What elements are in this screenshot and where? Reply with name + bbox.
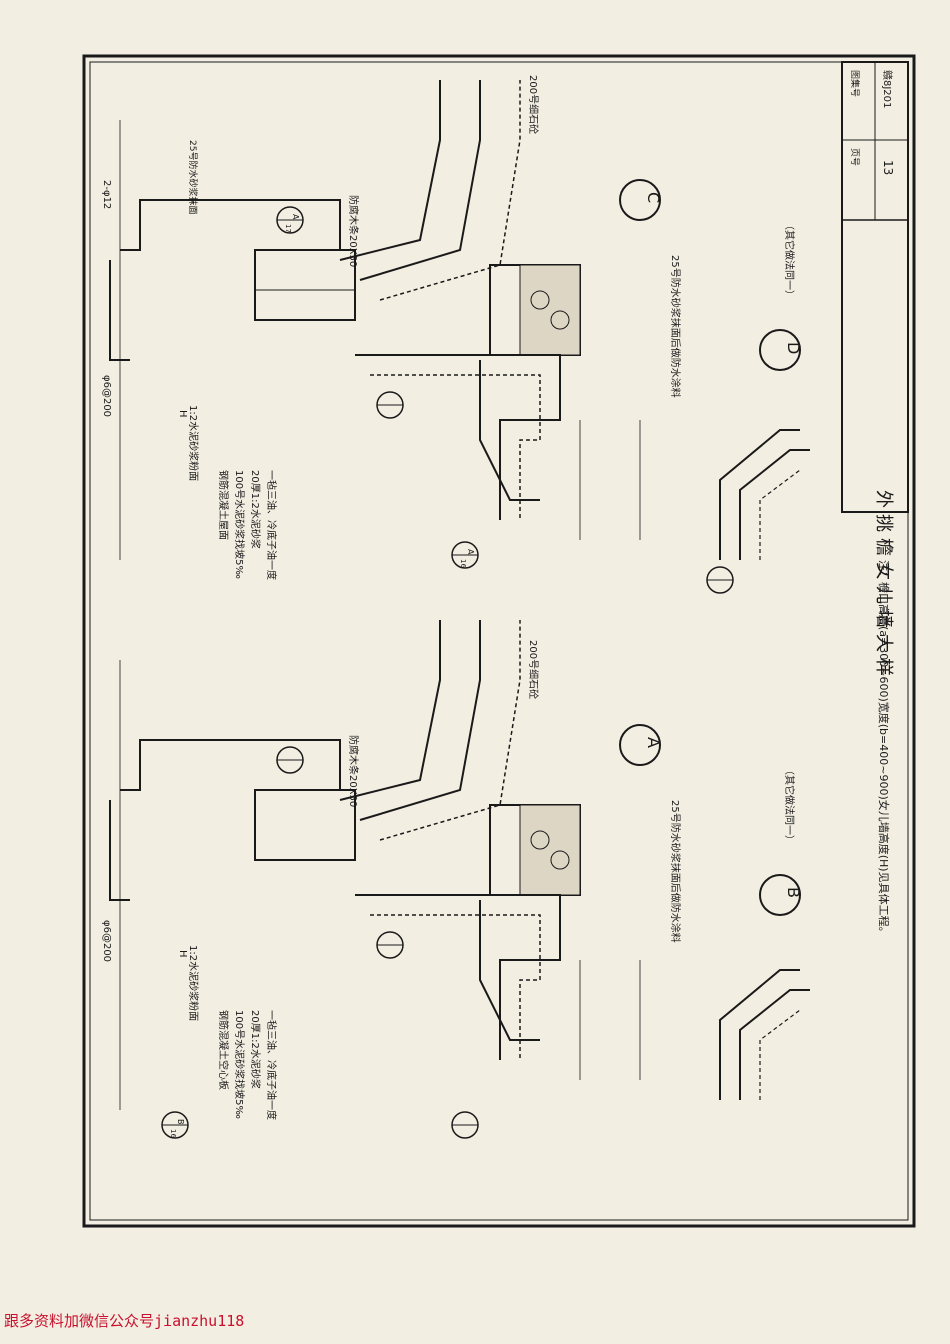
detail-c-rebar-2: 2-φ12 <box>101 180 112 209</box>
detail-a-plaster: 1:2水泥砂浆粉面 <box>187 945 200 1021</box>
detail-c-section <box>109 80 661 520</box>
detail-d-title: （其它做法同一） <box>783 220 796 300</box>
detail-c-coating: 25号防水砂浆抹面后做防水涂料 <box>669 255 682 398</box>
drawing-inner-border <box>89 61 909 1221</box>
callout-letter-3: B <box>176 1119 185 1125</box>
detail-c-h-dim: H <box>177 410 188 418</box>
callout-markers <box>161 206 734 1139</box>
detail-c-marker <box>619 179 661 221</box>
detail-c-wood-strip: 防腐木条20X50 <box>347 195 360 267</box>
detail-b-title: （其它做法同一） <box>783 765 796 845</box>
detail-d-marker <box>759 329 801 371</box>
detail-c-layer-1: 一毡三油、冷底子油一度 <box>265 470 278 580</box>
detail-a-section <box>109 620 661 1060</box>
detail-a-layer-1: 一毡三油、冷底子油一度 <box>265 1010 278 1120</box>
detail-c-rebar-top: φ6@200 <box>101 375 112 417</box>
detail-a-rebar-top: φ6@200 <box>101 920 112 962</box>
detail-a-wood-strip: 防腐木条20X50 <box>347 735 360 807</box>
detail-b-section <box>719 874 810 1100</box>
detail-c-plaster: 1:2水泥砂浆粉面 <box>187 405 200 481</box>
detail-c-letter: C <box>644 192 663 203</box>
detail-a-layer-2: 20厚1:2水泥砂浆 <box>249 1010 262 1089</box>
atlas-label: 图集号 <box>849 70 861 97</box>
callout-number-3: 16 <box>169 1129 177 1138</box>
detail-a-layer-4: 钢筋混凝土空心板 <box>217 1010 230 1090</box>
title-group: 外挑檐女儿墙大样 <box>873 490 894 682</box>
detail-d-section <box>719 329 810 560</box>
callout-letter-1: A <box>291 214 300 220</box>
detail-c-layer-4: 钢筋混凝土屋面 <box>217 470 230 540</box>
detail-a-layer-3: 100号水泥砂浆找坡5‰ <box>233 1010 246 1119</box>
detail-a-marker <box>619 724 661 766</box>
detail-a-coating: 25号防水砂浆抹面后做防水涂料 <box>669 800 682 943</box>
detail-c-waterproof: 25号防水砂浆抹面 <box>187 140 199 214</box>
detail-b-letter: B <box>784 887 803 898</box>
note-text: 注：檐口高度(a=300~600)宽度(b=400~900)女儿墙高度(H)见具… <box>877 560 891 938</box>
drawing-border <box>82 54 916 1228</box>
footer-watermark-text: 跟多资料加微信公众号jianzhu118 <box>4 1312 245 1330</box>
detail-c-layer-2: 20厚1:2水泥砂浆 <box>249 470 262 549</box>
atlas-number: 赣8J201 <box>881 70 894 108</box>
title-block <box>841 61 909 513</box>
detail-d-letter: D <box>784 342 803 354</box>
drawing-title: 外挑檐女儿墙大样 <box>873 490 894 682</box>
detail-a-h-dim: H <box>177 950 188 958</box>
callout-number-2: 16 <box>459 559 467 568</box>
callout-letter-2: A <box>466 549 475 555</box>
page-label: 页号 <box>849 148 860 166</box>
detail-b-marker <box>759 874 801 916</box>
detail-a-letter: A <box>644 737 663 748</box>
dimension-lines <box>119 120 641 1110</box>
detail-a-concrete: 200号细石砼 <box>527 640 540 699</box>
callout-number-1: 17 <box>284 224 292 233</box>
detail-c-layer-3: 100号水泥砂浆找坡5‰ <box>233 470 246 579</box>
detail-c-concrete: 200号细石砼 <box>527 75 540 134</box>
page-number: 13 <box>881 160 895 175</box>
